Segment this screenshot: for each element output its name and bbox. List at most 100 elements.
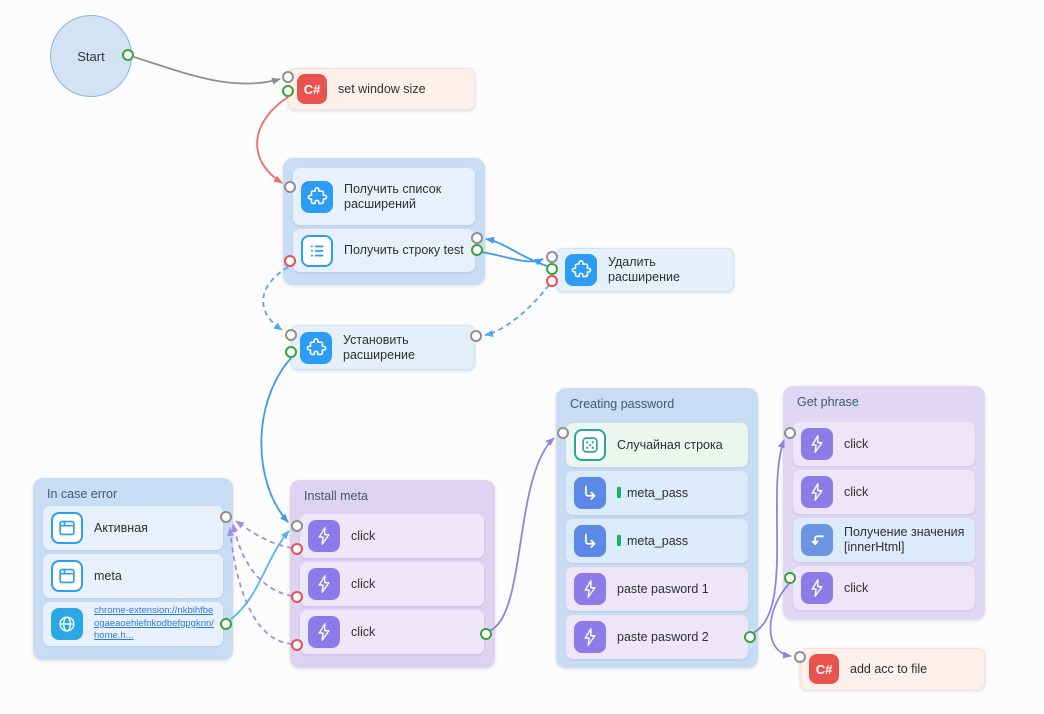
node-label: Удалить расширение [608, 255, 680, 284]
port-active-tab-in[interactable] [220, 511, 232, 523]
list-icon [301, 234, 333, 267]
edge-remove-ext-to-get-string[interactable] [485, 236, 548, 267]
port-set-window-out[interactable] [282, 85, 294, 97]
node-label: Активная [94, 520, 148, 535]
node-add-acc-to-file[interactable]: C# add acc to file [800, 648, 985, 690]
port-phrase-click1-in[interactable] [784, 427, 796, 439]
node-label: click [844, 580, 869, 595]
edge-install-ext-to-click1[interactable] [260, 357, 292, 523]
node-paste-password-2[interactable]: paste pasword 2 [566, 615, 748, 659]
edge-ext-group-error-to-install-ext[interactable] [262, 266, 289, 331]
group-extensions[interactable]: Получить список расширений Получить стро… [283, 158, 485, 285]
lightning-icon [801, 476, 833, 508]
node-active-tab[interactable]: Активная [43, 506, 223, 550]
start-label: Start [77, 48, 105, 64]
node-chrome-extension-url[interactable]: chrome-extension://nkbihfbeogaeaoehlefnk… [43, 602, 223, 646]
node-label: set window size [338, 81, 426, 96]
start-node[interactable]: Start [50, 15, 132, 97]
node-label: click [351, 528, 376, 543]
edge-get-string-to-remove-ext[interactable] [480, 251, 544, 266]
port-remove-ext-in[interactable] [546, 251, 558, 263]
port-remove-ext-error[interactable] [546, 275, 558, 287]
port-ext-group-error[interactable] [284, 255, 296, 267]
puzzle-icon [301, 180, 333, 213]
browser-tab-icon [51, 560, 83, 592]
port-click1-error[interactable] [291, 543, 303, 555]
edge-set-window-to-ext-list[interactable] [256, 96, 289, 184]
edge-paste2-to-phrase-click1[interactable] [752, 439, 785, 634]
node-click-1[interactable]: click [300, 514, 484, 558]
node-label: paste pasword 1 [617, 581, 709, 596]
node-label: meta_pass [617, 486, 688, 501]
lightning-icon [801, 572, 833, 604]
node-label: Получить строку test [344, 243, 464, 257]
edge-extension-url-to-click1[interactable] [230, 530, 290, 620]
put-to-variable-icon [574, 477, 606, 509]
port-random-string-in[interactable] [557, 427, 569, 439]
lightning-icon [308, 520, 340, 552]
port-remove-ext-out[interactable] [546, 263, 558, 275]
edge-remove-ext-error-to-install-ext[interactable] [484, 284, 550, 338]
node-install-extension[interactable]: Установить расширение [291, 325, 475, 370]
port-click3-error[interactable] [291, 639, 303, 651]
put-to-variable-icon [574, 525, 606, 557]
edge-click1-error-to-active-tab[interactable] [235, 520, 293, 549]
group-creating-password[interactable]: Creating password Случайная строка meta_… [556, 388, 758, 668]
lightning-icon [801, 428, 833, 460]
port-install-ext-in-right[interactable] [470, 330, 482, 342]
node-label: click [844, 436, 869, 451]
port-set-window-in[interactable] [282, 71, 294, 83]
port-paste2-out[interactable] [744, 631, 756, 643]
csharp-icon: C# [809, 654, 839, 684]
get-value-arrow-icon [801, 524, 833, 556]
node-label: Получить список расширений [344, 181, 442, 211]
port-add-acc-in[interactable] [794, 651, 806, 663]
node-label: meta_pass [617, 534, 688, 549]
node-label: paste pasword 2 [617, 629, 709, 644]
edge-start-to-set-window[interactable] [133, 56, 281, 85]
group-get-phrase[interactable]: Get phrase click click Получение значени… [783, 386, 985, 620]
node-click-phrase-3[interactable]: click [793, 566, 975, 610]
port-extension-url-out[interactable] [220, 618, 232, 630]
edge-click3-to-random-string[interactable] [488, 437, 555, 632]
node-click-2[interactable]: click [300, 562, 484, 606]
node-meta-tab[interactable]: meta [43, 554, 223, 598]
port-get-string-out[interactable] [471, 244, 483, 256]
node-click-phrase-1[interactable]: click [793, 422, 975, 466]
variable-badge [617, 534, 621, 546]
port-ext-list-in[interactable] [284, 181, 296, 193]
group-in-case-error[interactable]: In case error Активная meta chrome-exten… [33, 478, 233, 660]
port-install-ext-out[interactable] [285, 346, 297, 358]
port-start-out[interactable] [122, 49, 134, 61]
node-set-window-size[interactable]: C# set window size [288, 68, 475, 110]
port-click2-error[interactable] [291, 591, 303, 603]
node-get-extension-list[interactable]: Получить список расширений [293, 168, 475, 225]
port-phrase-click3-out[interactable] [784, 572, 796, 584]
edge-phrase-click3-to-add-acc[interactable] [769, 583, 792, 659]
node-paste-password-1[interactable]: paste pasword 1 [566, 567, 748, 611]
node-label: click [844, 484, 869, 499]
group-install-meta[interactable]: Install meta click click click [290, 480, 495, 668]
port-click3-out[interactable] [480, 628, 492, 640]
lightning-icon [308, 616, 340, 648]
port-click1-in[interactable] [291, 520, 303, 532]
node-get-string-test[interactable]: Получить строку test [293, 229, 475, 272]
edge-click3-error-to-active-tab[interactable] [227, 527, 293, 645]
node-set-variable-meta-pass-1[interactable]: meta_pass [566, 471, 748, 515]
port-get-string-in[interactable] [471, 232, 483, 244]
node-get-value-innerhtml[interactable]: Получение значения [innerHtml] [793, 518, 975, 562]
node-label: click [351, 624, 376, 639]
lightning-icon [574, 621, 606, 653]
browser-tab-icon [51, 512, 83, 544]
node-remove-extension[interactable]: Удалить расширение [556, 248, 734, 292]
node-click-phrase-2[interactable]: click [793, 470, 975, 514]
port-install-ext-in[interactable] [285, 329, 297, 341]
variable-badge [617, 486, 621, 498]
edge-click2-error-to-active-tab[interactable] [231, 523, 293, 597]
extension-url-link[interactable]: chrome-extension://nkbihfbeogaeaoehlefnk… [94, 605, 214, 642]
node-random-string[interactable]: Случайная строка [566, 423, 748, 467]
node-set-variable-meta-pass-2[interactable]: meta_pass [566, 519, 748, 563]
node-click-3[interactable]: click [300, 610, 484, 654]
